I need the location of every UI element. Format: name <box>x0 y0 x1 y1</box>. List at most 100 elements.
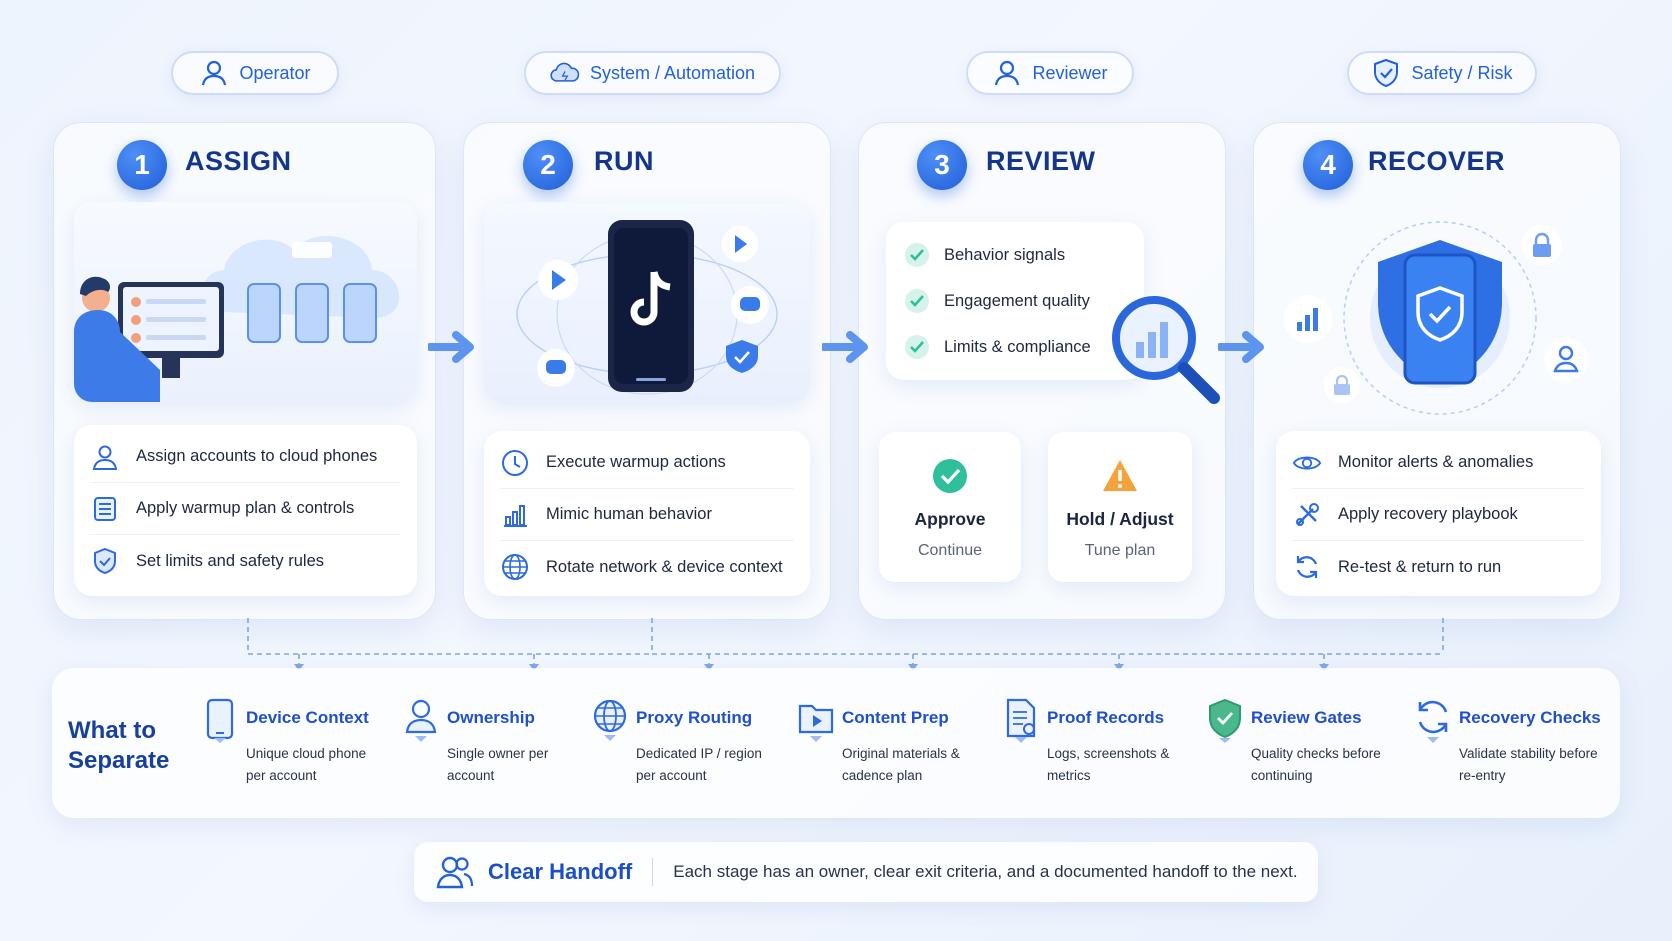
globe-icon <box>500 552 530 582</box>
check-label: Engagement quality <box>944 291 1090 310</box>
check-circle-icon <box>905 243 929 267</box>
divider <box>652 858 654 886</box>
handoff-description: Each stage has an owner, clear exit crit… <box>673 862 1298 881</box>
recover-task-list: Monitor alerts & anomalies Apply recover… <box>1276 431 1601 596</box>
shield-check-icon <box>1371 58 1401 88</box>
decision-subtitle: Tune plan <box>1084 542 1156 559</box>
decision-hold: Hold / Adjust Tune plan <box>1048 432 1192 582</box>
stage-number: 4 <box>1303 140 1353 190</box>
separate-item-desc: Logs, screenshots &metrics <box>1047 746 1170 783</box>
list-item: Apply warmup plan & controls <box>90 483 401 535</box>
list-item: Set limits and safety rules <box>90 535 401 587</box>
role-label: Operator <box>239 62 311 83</box>
list-item: Rotate network & device context <box>500 541 794 593</box>
separation-heading: What to Separate <box>68 716 169 776</box>
role-operator: Operator <box>171 51 339 95</box>
separation-panel <box>52 668 1620 818</box>
run-task-list: Execute warmup actions Mimic human behav… <box>484 431 810 596</box>
checklist-icon <box>90 494 120 524</box>
eye-icon <box>1292 448 1322 478</box>
role-system: System / Automation <box>524 51 781 95</box>
check-circle-icon <box>905 335 929 359</box>
user-icon <box>405 699 437 742</box>
decision-title: Approve <box>914 509 986 529</box>
user-icon <box>90 442 120 472</box>
review-checklist: Behavior signals Engagement quality Limi… <box>886 222 1144 380</box>
user-icon <box>1558 345 1574 361</box>
list-item: Monitor alerts & anomalies <box>1292 437 1585 489</box>
separate-item-title: Device Context <box>246 708 369 727</box>
separate-item-title: Ownership <box>447 708 535 727</box>
check-label: Limits & compliance <box>944 337 1091 356</box>
folder-play-icon <box>798 704 834 742</box>
separate-item-title: Review Gates <box>1251 708 1362 727</box>
list-item-label: Set limits and safety rules <box>136 551 324 570</box>
warning-icon <box>1103 460 1137 491</box>
clock-icon <box>500 448 530 478</box>
list-item: Assign accounts to cloud phones <box>90 431 401 483</box>
bar-chart-icon <box>1297 322 1302 331</box>
stage-title: REVIEW <box>986 146 1096 176</box>
list-item: Re-test & return to run <box>1292 541 1585 593</box>
handoff-title: Clear Handoff <box>488 859 633 884</box>
stage-number: 1 <box>117 140 167 190</box>
list-item-label: Apply warmup plan & controls <box>136 499 355 517</box>
stage-title: ASSIGN <box>185 146 292 176</box>
separate-item-desc: Original materials &cadence plan <box>842 746 960 783</box>
check-item: Engagement quality <box>904 278 1126 324</box>
play-icon <box>735 235 747 253</box>
lock-icon <box>1533 244 1551 257</box>
chat-icon <box>740 297 760 311</box>
list-item-label: Assign accounts to cloud phones <box>136 447 378 465</box>
shield-check-icon <box>1209 698 1241 743</box>
decision-subtitle: Continue <box>917 542 983 559</box>
role-label: Safety / Risk <box>1411 62 1513 83</box>
handoff-banner: Clear Handoff Each stage has an owner, c… <box>414 842 1318 902</box>
check-circle-icon <box>933 459 967 493</box>
role-reviewer: Reviewer <box>966 51 1134 95</box>
tools-icon <box>1292 500 1322 530</box>
shield-check-icon <box>90 546 120 576</box>
users-icon <box>436 856 474 889</box>
list-item-label: Monitor alerts & anomalies <box>1338 453 1534 471</box>
recover-illustration <box>1284 221 1588 415</box>
heading-line: What to <box>68 717 156 744</box>
list-item-label: Re-test & return to run <box>1338 557 1502 576</box>
arrow-right-icon <box>428 331 474 363</box>
chat-icon <box>546 360 566 374</box>
separate-item-title: Content Prep <box>842 708 949 727</box>
play-icon <box>552 270 566 290</box>
user-icon <box>992 58 1022 88</box>
phone-icon <box>247 283 377 343</box>
separate-item-title: Proof Records <box>1047 708 1165 727</box>
list-item-label: Rotate network & device context <box>546 557 783 576</box>
arrow-right-icon <box>1218 331 1264 363</box>
run-illustration <box>484 202 810 402</box>
list-item: Mimic human behavior <box>500 489 794 541</box>
cloud-icon <box>550 58 580 88</box>
separate-item-title: Recovery Checks <box>1459 708 1601 727</box>
person-illustration <box>74 276 160 402</box>
phone-icon <box>608 220 694 392</box>
arrow-right-icon <box>822 331 868 363</box>
globe-icon <box>593 699 627 741</box>
user-icon <box>199 58 229 88</box>
list-item-label: Apply recovery playbook <box>1338 505 1518 523</box>
heading-line: Separate <box>68 747 170 774</box>
bar-chart-icon <box>500 500 530 530</box>
check-circle-icon <box>905 289 929 313</box>
phone-icon <box>206 698 234 743</box>
connector-lines <box>247 618 1444 670</box>
stage-title: RECOVER <box>1368 146 1506 176</box>
document-icon <box>1006 698 1036 743</box>
list-item: Execute warmup actions <box>500 437 794 489</box>
shield-check-icon <box>726 340 758 373</box>
magnifier-icon <box>1112 296 1220 404</box>
decision-approve: Approve Continue <box>879 432 1021 582</box>
role-label: Reviewer <box>1032 62 1108 83</box>
